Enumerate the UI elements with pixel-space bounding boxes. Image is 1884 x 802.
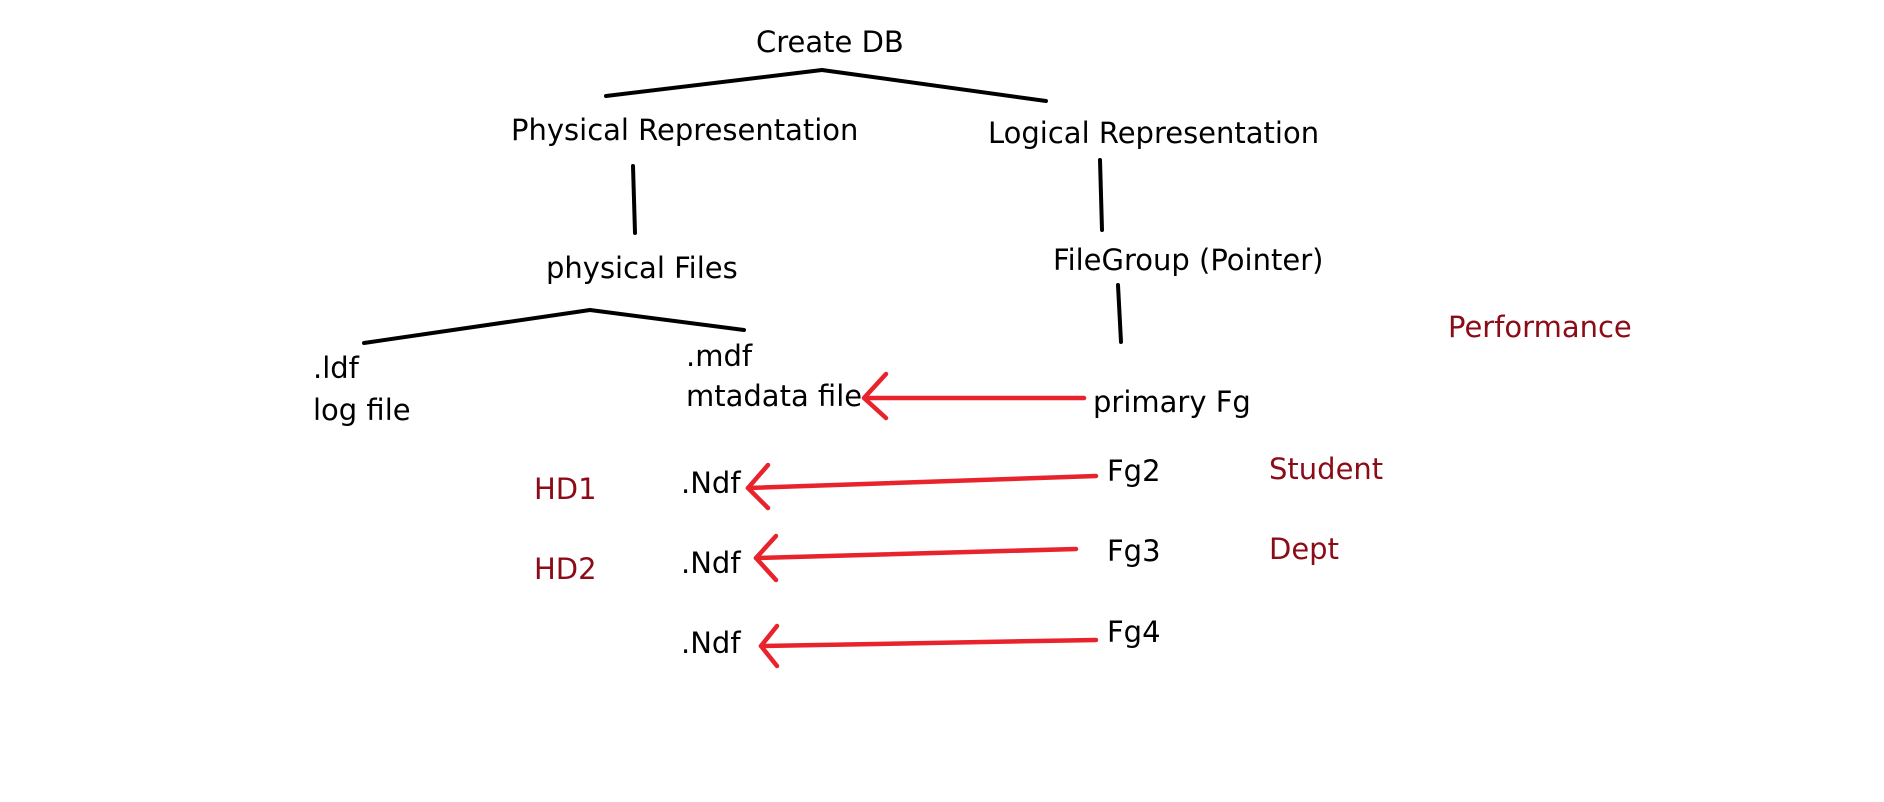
arrow-fg3-to-ndf2 <box>753 533 1079 583</box>
annotation-hd2: HD2 <box>534 552 597 586</box>
node-filegroup-pointer: FileGroup (Pointer) <box>1053 243 1324 277</box>
node-fg3: Fg3 <box>1107 534 1161 568</box>
connector-root-physical <box>604 68 824 98</box>
node-physical-representation: Physical Representation <box>511 113 859 147</box>
annotation-performance: Performance <box>1448 310 1632 344</box>
node-mdf-extension: .mdf <box>686 339 753 373</box>
annotation-hd1: HD1 <box>534 472 597 506</box>
node-ldf-extension: .ldf <box>313 351 359 385</box>
node-fg2: Fg2 <box>1107 454 1161 488</box>
connector-root-logical <box>820 68 1048 103</box>
arrow-fg2-to-ndf1 <box>745 462 1099 511</box>
node-physical-files: physical Files <box>546 251 738 285</box>
node-ndf-2: .Ndf <box>681 546 741 580</box>
connector-physical-files <box>631 164 637 235</box>
connector-files-ldf <box>362 308 592 345</box>
node-create-db: Create DB <box>756 25 904 59</box>
node-ndf-1: .Ndf <box>681 466 741 500</box>
node-mdf-description: mtadata file <box>686 379 863 413</box>
connector-logical-filegroup <box>1098 158 1104 232</box>
connector-files-mdf <box>588 308 746 332</box>
node-fg4: Fg4 <box>1107 615 1161 649</box>
connector-filegroup-primary <box>1116 283 1123 344</box>
node-logical-representation: Logical Representation <box>988 116 1320 150</box>
arrow-primary-to-mdf <box>861 371 1087 421</box>
annotation-dept: Dept <box>1269 532 1339 566</box>
arrow-fg4-to-ndf3 <box>758 623 1099 669</box>
node-primary-fg: primary Fg <box>1093 385 1251 419</box>
node-ldf-description: log file <box>313 393 411 427</box>
node-ndf-3: .Ndf <box>681 626 741 660</box>
annotation-student: Student <box>1269 452 1384 486</box>
